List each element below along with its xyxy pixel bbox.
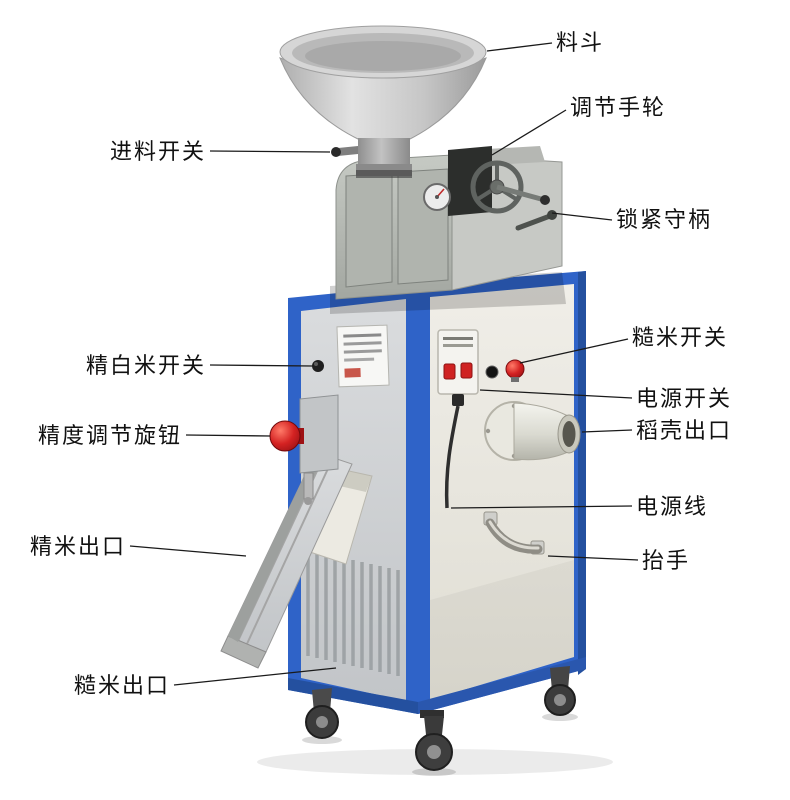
leader-precision-knob	[185, 434, 271, 437]
vent-louvers	[306, 550, 400, 676]
brown-rice-switch-base	[511, 377, 519, 382]
panel-hole	[485, 365, 499, 379]
callout-power-switch: 电源开关	[636, 386, 733, 411]
leader-feed-switch	[209, 150, 331, 153]
knob-bracket	[299, 394, 339, 474]
lift-handle	[483, 511, 545, 555]
hopper	[279, 25, 487, 178]
caster-wheel-left	[302, 688, 342, 744]
callout-brown-rice-outlet: 糙米出口	[73, 673, 170, 698]
leader-white-rice-switch	[209, 364, 313, 367]
spec-sticker	[336, 324, 390, 388]
power-switch-box	[437, 329, 479, 406]
leader-fine-rice-outlet	[129, 545, 247, 557]
power-cord	[444, 405, 460, 509]
leader-brown-rice-switch	[519, 338, 629, 364]
leader-lift-handle	[547, 555, 639, 561]
cabinet-frame-front-edge	[578, 271, 586, 675]
husk-outlet-pipe	[484, 401, 581, 461]
neck-base-shadow	[356, 170, 412, 178]
callout-hopper: 料斗	[556, 30, 605, 55]
milling-head	[335, 146, 563, 300]
cabinet-base-beam-left	[288, 678, 418, 714]
leader-handwheel	[491, 109, 567, 156]
caster-wheel-middle	[412, 710, 456, 776]
callout-fine-rice-outlet: 精米出口	[29, 534, 126, 559]
adjustment-handwheel	[470, 160, 550, 214]
lock-handle-lever	[515, 210, 557, 231]
callout-brown-rice-switch: 糙米开关	[632, 325, 729, 350]
precision-knob-assembly	[269, 394, 339, 505]
fine-rice-outlet-chute	[220, 451, 353, 669]
leader-brown-rice-outlet	[173, 667, 337, 686]
head-panel-left	[345, 172, 393, 288]
hopper-inner-shadow	[305, 41, 461, 71]
precision-knob	[269, 420, 301, 452]
leader-power-switch	[479, 389, 633, 399]
leader-lines	[129, 42, 639, 686]
callout-power-cord: 电源线	[636, 494, 709, 519]
cabinet	[288, 271, 586, 714]
callout-husk-outlet: 稻壳出口	[636, 418, 733, 443]
callout-lock-handle: 锁紧守柄	[616, 207, 713, 232]
leader-husk-outlet	[581, 429, 633, 433]
leader-hopper	[486, 42, 553, 52]
leader-power-cord	[450, 505, 633, 509]
callout-precision-knob: 精度调节旋钮	[37, 423, 182, 448]
caster-wheel-right	[542, 666, 578, 721]
cabinet-base-beam-front	[418, 657, 586, 714]
bracket-latch	[303, 472, 314, 500]
gauge-hub	[435, 195, 439, 199]
callout-white-rice-switch: 精白米开关	[85, 353, 206, 378]
cabinet-front-panel-shade	[430, 560, 574, 700]
white-rice-switch-knob	[312, 360, 324, 372]
leader-lock-handle	[551, 212, 613, 221]
white-rice-switch-knob-highlight	[314, 362, 318, 366]
callout-adjust-handwheel: 调节手轮	[570, 95, 667, 120]
latch-ring	[304, 497, 312, 505]
feed-gate-lever	[331, 146, 358, 157]
callout-lift-handle: 抬手	[642, 548, 691, 573]
callout-feed-switch: 进料开关	[109, 139, 206, 164]
